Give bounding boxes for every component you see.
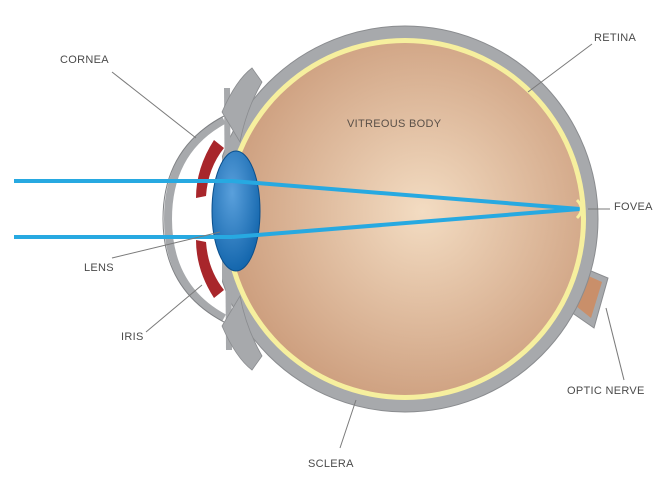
vitreous-body bbox=[229, 43, 581, 395]
optic-nerve-leader bbox=[606, 308, 624, 380]
sclera-label: SCLERA bbox=[308, 458, 354, 470]
lens bbox=[212, 151, 260, 271]
retina-label: RETINA bbox=[594, 32, 636, 44]
cornea-leader bbox=[112, 72, 196, 138]
iris-leader bbox=[146, 285, 202, 332]
lens-label: LENS bbox=[84, 262, 114, 274]
vitreous-body-label: VITREOUS BODY bbox=[347, 118, 441, 130]
iris-label: IRIS bbox=[121, 331, 144, 343]
fovea-label: FOVEA bbox=[614, 201, 653, 213]
sclera-leader bbox=[340, 400, 356, 448]
retina-leader bbox=[528, 44, 592, 92]
cornea-label: CORNEA bbox=[60, 54, 109, 66]
optic-nerve-label: OPTIC NERVE bbox=[567, 385, 645, 397]
